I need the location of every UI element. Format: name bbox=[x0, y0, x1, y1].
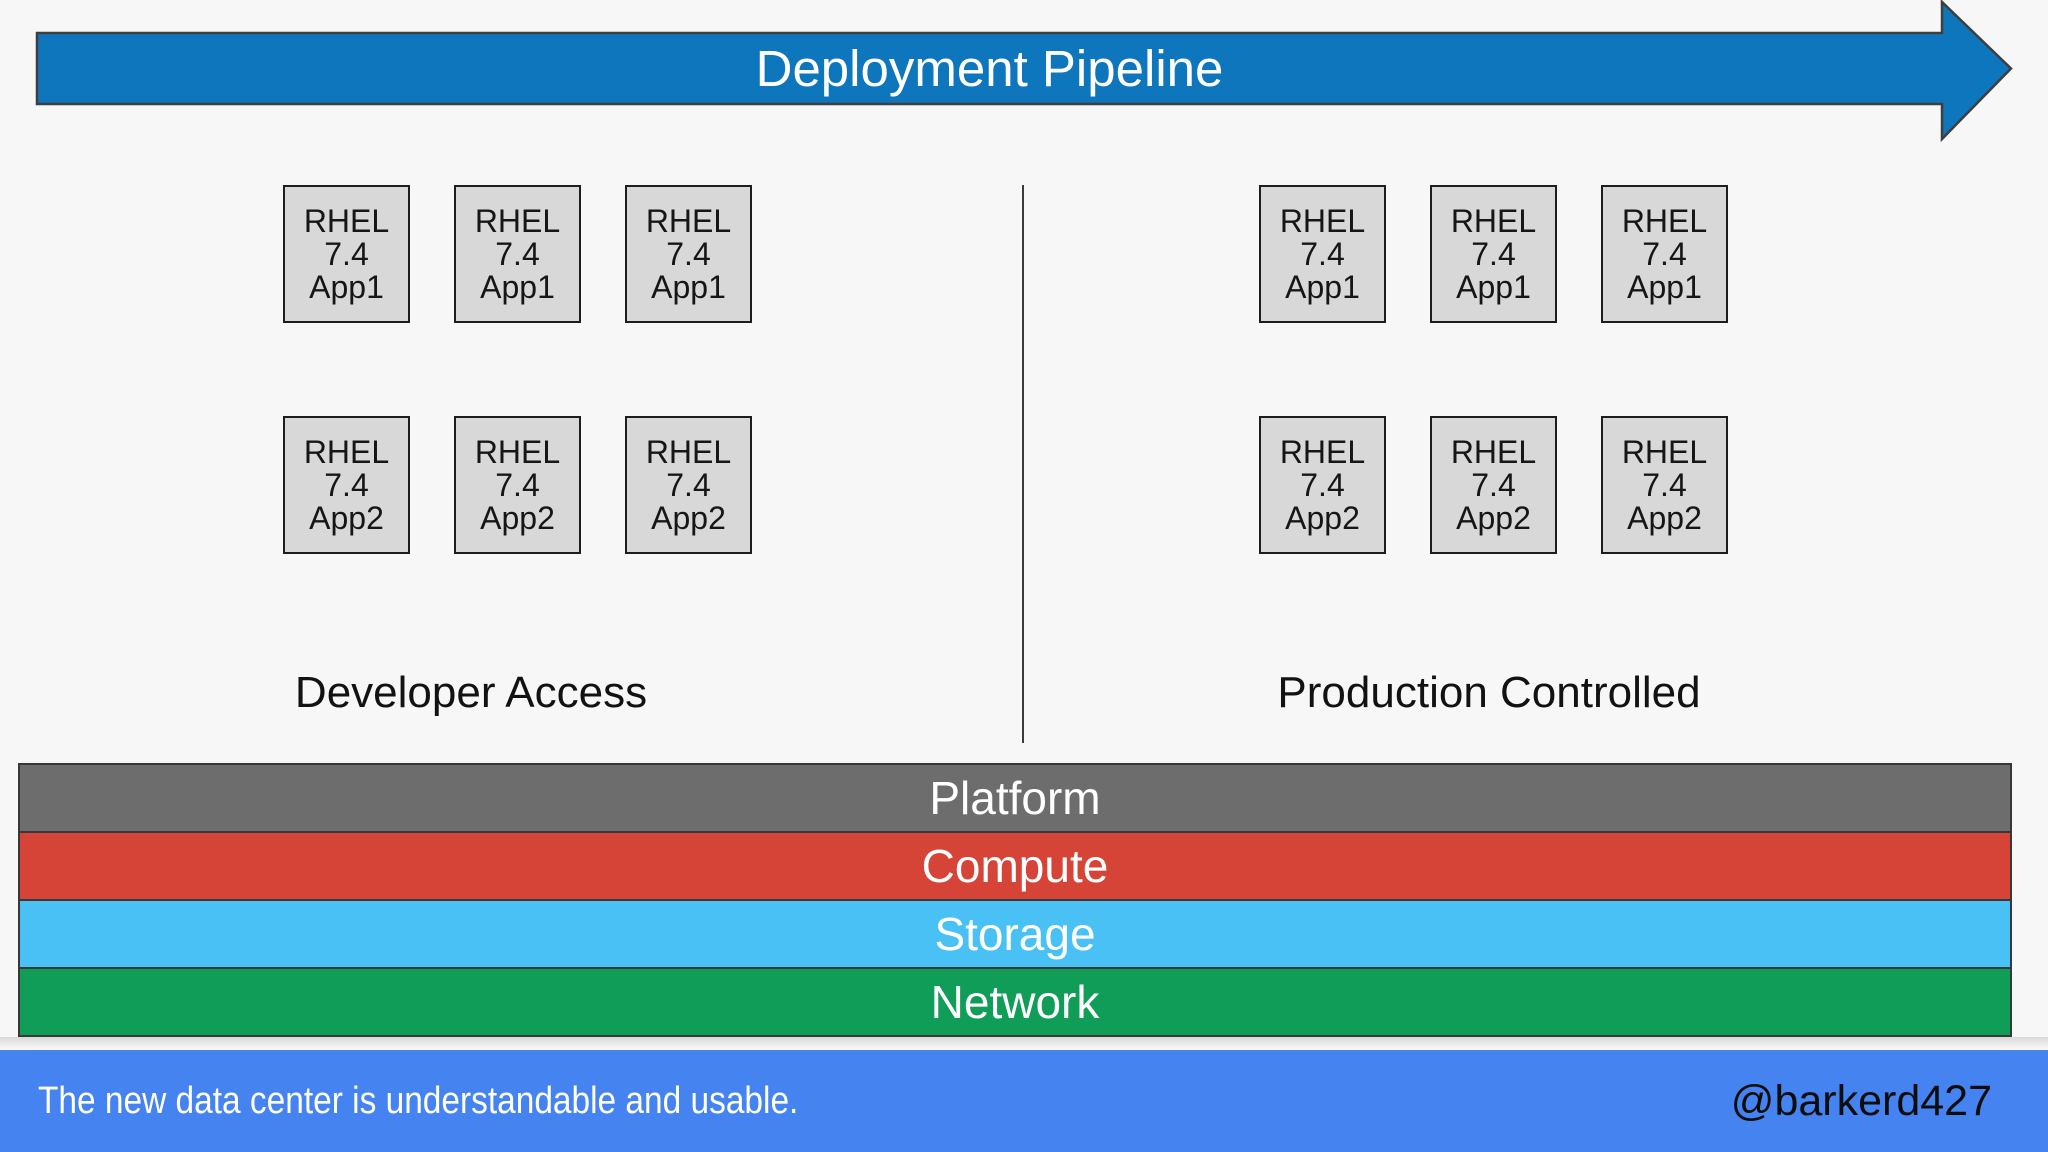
vm-box-line: 7.4 bbox=[495, 466, 540, 503]
vm-box-line: RHEL bbox=[303, 433, 390, 470]
vm-box-line: 7.4 bbox=[1642, 235, 1687, 272]
vm-box-line: RHEL bbox=[645, 433, 732, 470]
vm-box-line: 7.4 bbox=[1642, 466, 1687, 503]
vm-box-line: App1 bbox=[480, 268, 555, 305]
vm-box-line: 7.4 bbox=[1300, 235, 1345, 272]
vm-box-line: App1 bbox=[651, 268, 726, 305]
vm-box-line: RHEL bbox=[1279, 433, 1366, 470]
vm-box-line: 7.4 bbox=[324, 466, 369, 503]
vm-box-line: RHEL bbox=[474, 433, 561, 470]
layer-network: Network bbox=[18, 967, 2012, 1037]
production-controlled-label: Production Controlled bbox=[1277, 668, 1701, 717]
layer-compute: Compute bbox=[18, 831, 2012, 901]
vm-box-line: RHEL bbox=[1279, 202, 1366, 239]
vm-box-line: App2 bbox=[1456, 499, 1531, 536]
footer-caption: The new data center is understandable an… bbox=[38, 1080, 799, 1122]
vm-box-line: 7.4 bbox=[324, 235, 369, 272]
layer-platform: Platform bbox=[18, 763, 2012, 833]
shadow-strip bbox=[0, 1037, 2048, 1050]
vm-box-line: RHEL bbox=[474, 202, 561, 239]
pipeline-arrow bbox=[35, 0, 2013, 143]
environment-divider-line bbox=[1022, 185, 1024, 743]
vm-box-line: 7.4 bbox=[495, 235, 540, 272]
vm-box-line: App2 bbox=[309, 499, 384, 536]
vm-box-line: RHEL bbox=[645, 202, 732, 239]
vm-box-line: RHEL bbox=[1450, 202, 1537, 239]
vm-box-line: App1 bbox=[1285, 268, 1360, 305]
vm-box-line: App2 bbox=[480, 499, 555, 536]
vm-box-line: App1 bbox=[1456, 268, 1531, 305]
vm-box-line: App2 bbox=[1627, 499, 1702, 536]
vm-box-line: 7.4 bbox=[1471, 466, 1516, 503]
vm-box-line: RHEL bbox=[1621, 202, 1708, 239]
vm-box-line: RHEL bbox=[303, 202, 390, 239]
vm-box-line: 7.4 bbox=[666, 235, 711, 272]
vm-box-line: App1 bbox=[1627, 268, 1702, 305]
footer-bar: The new data center is understandable an… bbox=[0, 1050, 2048, 1152]
vm-box-line: App2 bbox=[651, 499, 726, 536]
vm-box-line: RHEL bbox=[1450, 433, 1537, 470]
pipeline-arrow-shape bbox=[35, 0, 2013, 143]
developer-access-label: Developer Access bbox=[294, 668, 648, 717]
vm-box-line: RHEL bbox=[1621, 433, 1708, 470]
vm-box-line: App2 bbox=[1285, 499, 1360, 536]
vm-box-line: 7.4 bbox=[1471, 235, 1516, 272]
vm-box-line: 7.4 bbox=[666, 466, 711, 503]
pipeline-title: Deployment Pipeline bbox=[755, 40, 1224, 97]
vm-box-line: App1 bbox=[309, 268, 384, 305]
vm-box-line: 7.4 bbox=[1300, 466, 1345, 503]
twitter-handle: @barkerd427 bbox=[1730, 1077, 1992, 1125]
layer-storage: Storage bbox=[18, 899, 2012, 969]
